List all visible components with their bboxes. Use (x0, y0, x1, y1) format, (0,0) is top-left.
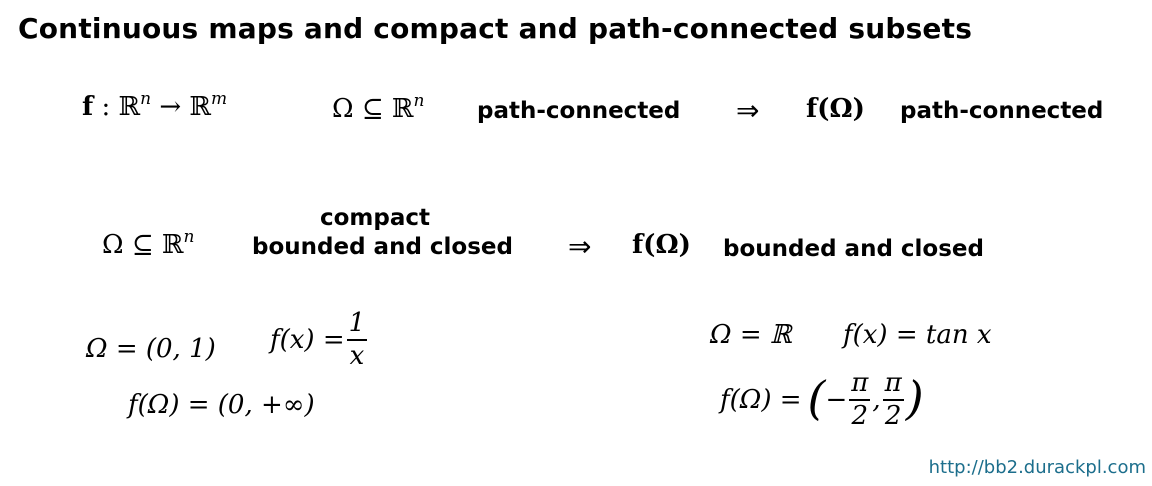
map-f: f (82, 92, 94, 122)
footer-url: http://bb2.durackpl.com (928, 457, 1146, 478)
page-title: Continuous maps and compact and path-con… (18, 12, 973, 45)
fraction-bar (346, 339, 368, 341)
row1-result: path-connected (900, 98, 1104, 124)
row1-reals: ℝ (391, 94, 414, 124)
map-domain: ℝ (118, 92, 141, 122)
row1-reals-exp: n (413, 91, 425, 111)
example2-den-1: 2 (851, 400, 869, 431)
example1-domain: Ω = (0, 1) (86, 334, 216, 364)
example2-image-lhs: f(Ω) = (720, 385, 802, 416)
fraction-bar (849, 399, 871, 401)
row1-property: path-connected (477, 98, 681, 124)
row2-subset-symbol: ⊆ (131, 230, 154, 260)
row2-reals: ℝ (161, 230, 184, 260)
example2-minus: − (825, 385, 848, 416)
row2-image: f(Ω) (632, 230, 691, 260)
row2-omega: Ω (102, 230, 124, 260)
row2-subset: Ω ⊆ ℝn (102, 227, 195, 260)
example2-num-2: π (884, 368, 902, 398)
example1-numerator: 1 (348, 308, 366, 338)
example1-function: f(x) = 1 x (270, 308, 369, 371)
row1-omega: Ω (332, 94, 354, 124)
example1-fraction: 1 x (346, 308, 368, 371)
row1-implies: ⇒ (736, 94, 760, 127)
map-arrow: → (159, 92, 182, 122)
example2-fraction-2: π 2 (882, 368, 904, 431)
row2-result: bounded and closed (723, 236, 984, 262)
example1-image: f(Ω) = (0, +∞) (128, 390, 315, 420)
row2-property-compact: compact (320, 205, 431, 231)
row1-subset-symbol: ⊆ (361, 94, 384, 124)
row2-property-bounded: bounded and closed (252, 234, 513, 260)
row1-subset: Ω ⊆ ℝn (332, 91, 425, 124)
row1-image: f(Ω) (806, 94, 865, 124)
row2-reals-exp: n (183, 227, 195, 247)
example2-image: f(Ω) = ( − π 2 , π 2 ) (720, 368, 924, 431)
row2-implies: ⇒ (568, 230, 592, 263)
map-domain-exp: n (140, 89, 152, 109)
example2-fraction-1: π 2 (849, 368, 871, 431)
example2-domain: Ω = ℝ (710, 320, 792, 350)
example1-denominator: x (349, 340, 365, 371)
fraction-bar (882, 399, 904, 401)
example2-comma: , (872, 385, 881, 416)
example1-func-lhs: f(x) = (270, 325, 345, 356)
example2-den-2: 2 (884, 400, 902, 431)
map-signature: f : ℝn → ℝm (82, 89, 228, 122)
example2-right-paren: ) (905, 371, 924, 426)
map-codomain-exp: m (210, 89, 228, 109)
example2-num-1: π (851, 368, 869, 398)
map-codomain: ℝ (189, 92, 211, 122)
example2-function: f(x) = tan x (843, 320, 992, 350)
map-colon: : (101, 92, 111, 122)
example2-left-paren: ( (807, 371, 826, 426)
